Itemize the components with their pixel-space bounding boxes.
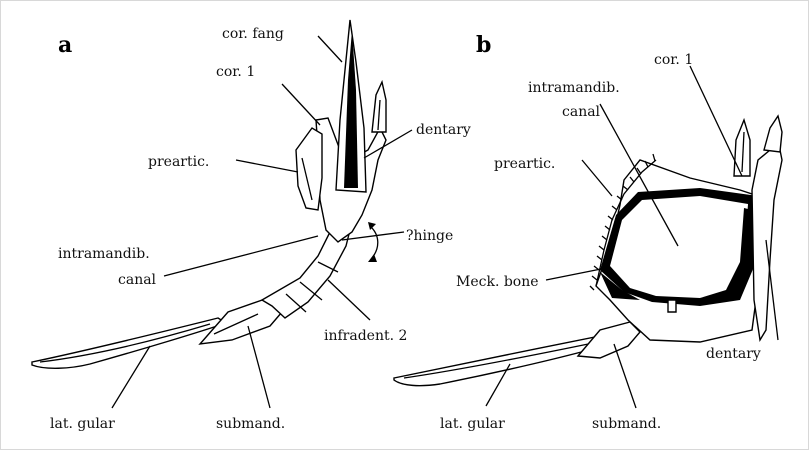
label-a-intramandib: intramandib. [58, 246, 150, 262]
label-b-preartic: preartic. [494, 156, 555, 172]
label-b-dentary: dentary [706, 346, 761, 362]
dentary-bone-b [752, 140, 782, 340]
label-a-cor-1: cor. 1 [216, 64, 255, 80]
label-a-canal: canal [118, 272, 157, 288]
label-a-dentary: dentary [416, 122, 471, 138]
label-a-lat-gular: lat. gular [50, 416, 115, 432]
preartic-bone-a [296, 128, 322, 210]
panel-label-b: b [476, 32, 491, 58]
lat-gular-bone-a [32, 318, 226, 368]
label-b-intramandib: intramandib. [528, 80, 620, 96]
label-b-submand: submand. [592, 416, 661, 432]
label-b-meck-bone: Meck. bone [456, 274, 539, 290]
label-b-canal: canal [562, 104, 601, 120]
label-a-cor-fang: cor. fang [222, 26, 284, 42]
label-a-infradent: infradent. 2 [324, 328, 407, 344]
label-b-lat-gular: lat. gular [440, 416, 505, 432]
leader-lines-a [112, 36, 412, 408]
label-b-cor-1: cor. 1 [654, 52, 693, 68]
jaw-a-drawing [32, 20, 386, 368]
label-a-submand: submand. [216, 416, 285, 432]
panel-label-a: a [58, 32, 72, 58]
label-a-hinge: ?hinge [406, 228, 453, 244]
label-a-preartic: preartic. [148, 154, 209, 170]
